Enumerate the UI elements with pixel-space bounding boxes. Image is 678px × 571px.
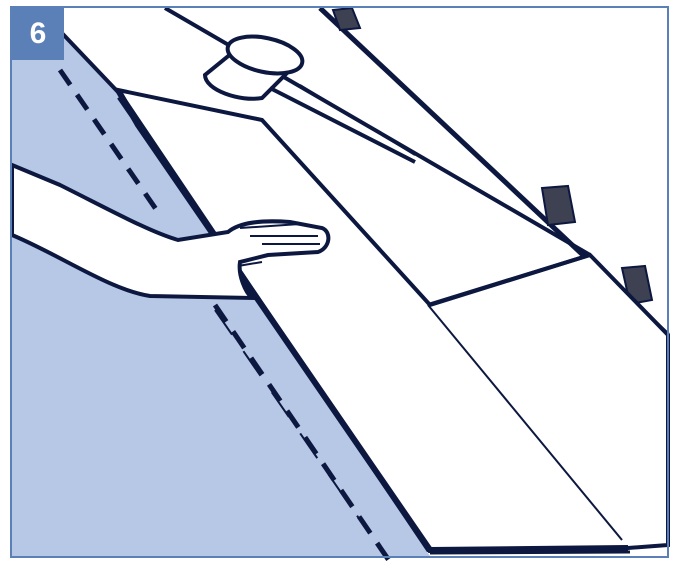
step-number-badge: 6 xyxy=(12,8,64,60)
step-number: 6 xyxy=(30,17,47,51)
panel-bottom-edge xyxy=(430,552,630,553)
